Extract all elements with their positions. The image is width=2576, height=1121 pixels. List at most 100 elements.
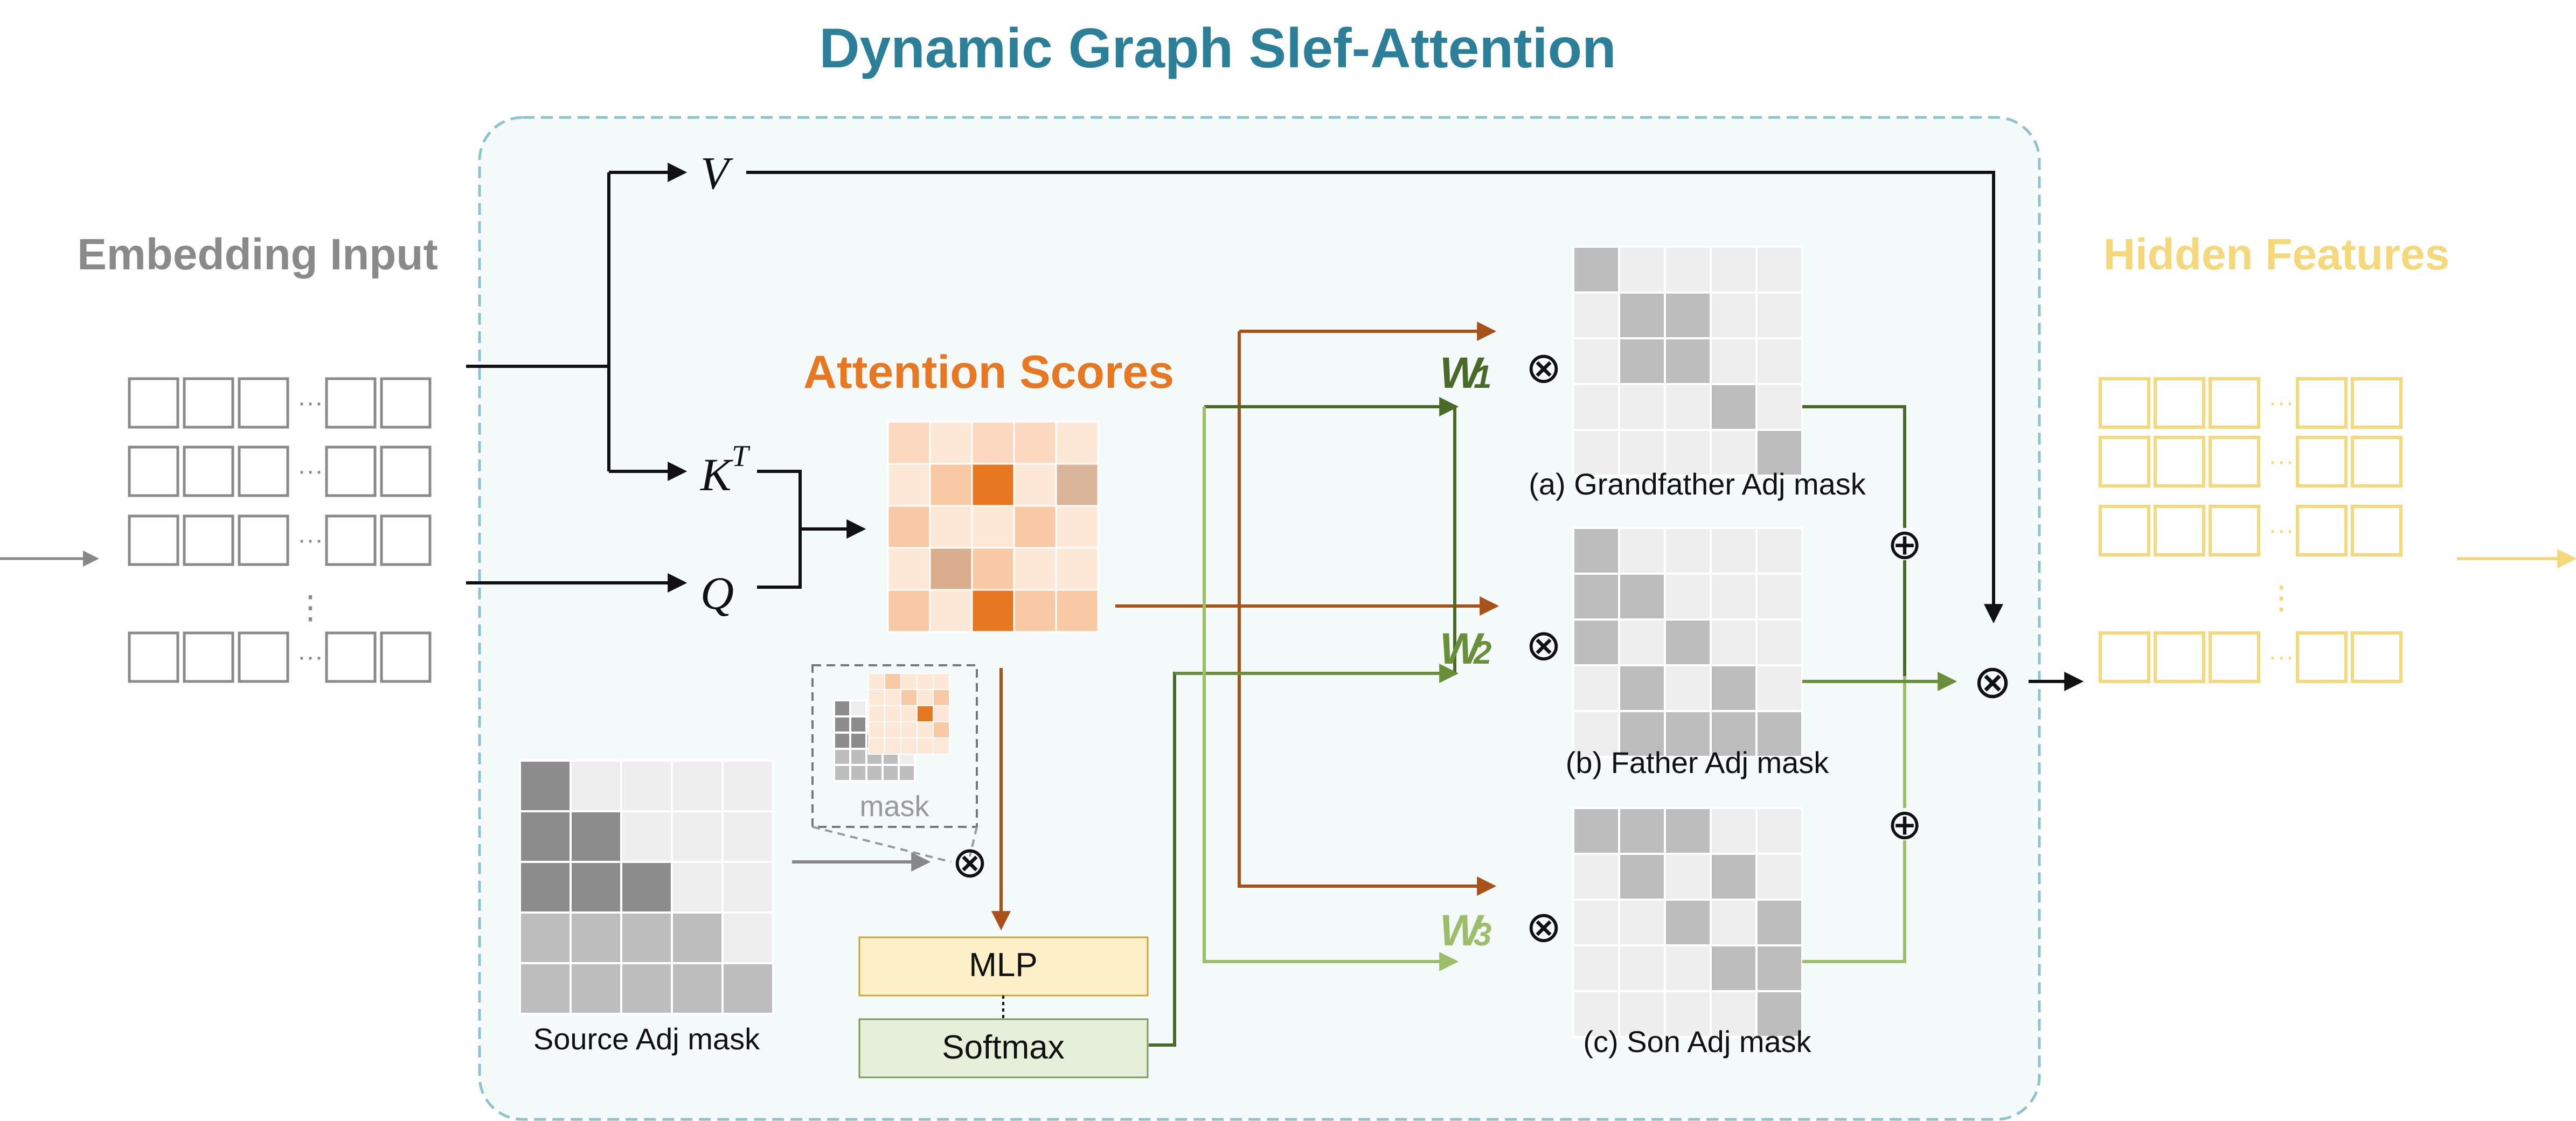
token-cell — [325, 514, 377, 566]
mask-cell — [671, 760, 724, 812]
attention-cell — [1055, 547, 1099, 591]
k-transpose-superscript: T — [732, 440, 751, 473]
mask-cell — [1572, 618, 1620, 666]
inset-attention-cell — [868, 689, 885, 706]
mask-cell — [1618, 573, 1666, 621]
token-cell — [325, 445, 377, 497]
mask-cell — [1664, 291, 1712, 339]
mlp-label: MLP — [969, 946, 1037, 984]
mask-cell — [1755, 899, 1803, 946]
w3-subscript: 3 — [1474, 916, 1491, 952]
son-mask-label: (c) Son Adj mask — [1583, 1025, 1811, 1059]
mask-cell — [1755, 429, 1803, 477]
attention-cell — [929, 421, 973, 465]
k-symbol: K — [699, 449, 734, 500]
attention-cell — [971, 547, 1015, 591]
inset-attention-cell — [933, 689, 950, 706]
attention-cell — [971, 421, 1015, 465]
token-cell — [2209, 631, 2260, 683]
mask-cell — [1618, 429, 1666, 477]
mask-cell — [1664, 807, 1712, 855]
mask-cell — [519, 810, 572, 863]
token-cell — [183, 514, 234, 566]
mask-cell — [1572, 664, 1620, 712]
attention-cell — [929, 505, 973, 549]
attention-cell — [929, 463, 973, 507]
attention-to-weights-arrows — [991, 322, 1499, 931]
grandfather-mask-matrix — [1572, 246, 1803, 477]
mask-cell — [1618, 337, 1666, 385]
mask-cell — [1710, 429, 1758, 477]
token-cell — [2296, 631, 2348, 683]
token-cell — [238, 377, 289, 429]
mask-cell — [833, 764, 851, 782]
mask-cell — [1664, 246, 1712, 294]
token-cell — [238, 514, 289, 566]
mask-cell — [620, 911, 673, 964]
mask-cell — [849, 715, 867, 734]
w2-letter: W — [1440, 624, 1485, 673]
token-cell — [128, 445, 179, 497]
mask-cell — [1572, 853, 1620, 901]
mask-cell — [849, 748, 867, 766]
mask-cell — [1572, 291, 1620, 339]
mask-cell — [1710, 990, 1758, 1038]
token-cell — [2209, 505, 2260, 556]
mask-cell — [1755, 853, 1803, 901]
input-connectors — [466, 163, 688, 593]
mask-cell — [1572, 246, 1620, 294]
mask-cell — [1664, 383, 1712, 431]
mask-cell — [1755, 944, 1803, 992]
row-ellipsis: ··· — [2268, 388, 2294, 417]
mask-cell — [1710, 618, 1758, 666]
token-cell — [2209, 436, 2260, 488]
mask-cell — [721, 760, 774, 812]
source-mask-matrix — [519, 760, 774, 1015]
mask-cell — [1755, 710, 1803, 758]
attention-cell — [971, 505, 1015, 549]
token-cell — [2209, 377, 2260, 429]
mask-cell — [1618, 383, 1666, 431]
mask-cell — [1664, 573, 1712, 621]
token-cell — [183, 377, 234, 429]
mask-cell — [1664, 853, 1712, 901]
attention-cell — [887, 547, 931, 591]
mask-cell — [1572, 429, 1620, 477]
inset-attention-cell — [884, 737, 901, 755]
mask-cell — [721, 911, 774, 964]
inset-attention-cell — [916, 673, 934, 690]
token-cell — [183, 631, 234, 683]
mask-cell — [1618, 990, 1666, 1038]
attention-cell — [1055, 463, 1099, 507]
token-cell — [2296, 505, 2348, 556]
attention-cell — [971, 589, 1015, 633]
source-mask-label: Source Adj mask — [533, 1022, 760, 1056]
mask-cell — [721, 861, 774, 914]
mask-cell — [671, 962, 724, 1015]
mask-cell — [1572, 899, 1620, 946]
row-ellipsis: ··· — [297, 643, 323, 671]
w3-letter: W — [1440, 906, 1485, 955]
mask-cell — [519, 861, 572, 914]
mask-cell — [1618, 527, 1666, 575]
inset-attention-mask — [868, 673, 950, 755]
mask-cell — [1664, 710, 1712, 758]
token-cell — [2099, 505, 2150, 556]
mask-cell — [1755, 246, 1803, 294]
mask-cell — [1572, 990, 1620, 1038]
mask-cell — [1710, 383, 1758, 431]
token-cell — [2099, 377, 2150, 429]
row-ellipsis: ··· — [297, 457, 323, 485]
attention-scores-label: Attention Scores — [803, 346, 1174, 398]
mask-cell — [721, 962, 774, 1015]
inset-attention-cell — [868, 673, 885, 690]
w2-otimes-icon: ⊗ — [1525, 621, 1561, 669]
row-ellipsis: ··· — [2268, 516, 2294, 545]
mask-cell — [671, 911, 724, 964]
mask-cell — [1664, 429, 1712, 477]
inset-attention-cell — [868, 737, 885, 755]
token-cell — [2351, 436, 2403, 488]
row-ellipsis: ··· — [2268, 643, 2294, 671]
mask-cell — [1572, 527, 1620, 575]
